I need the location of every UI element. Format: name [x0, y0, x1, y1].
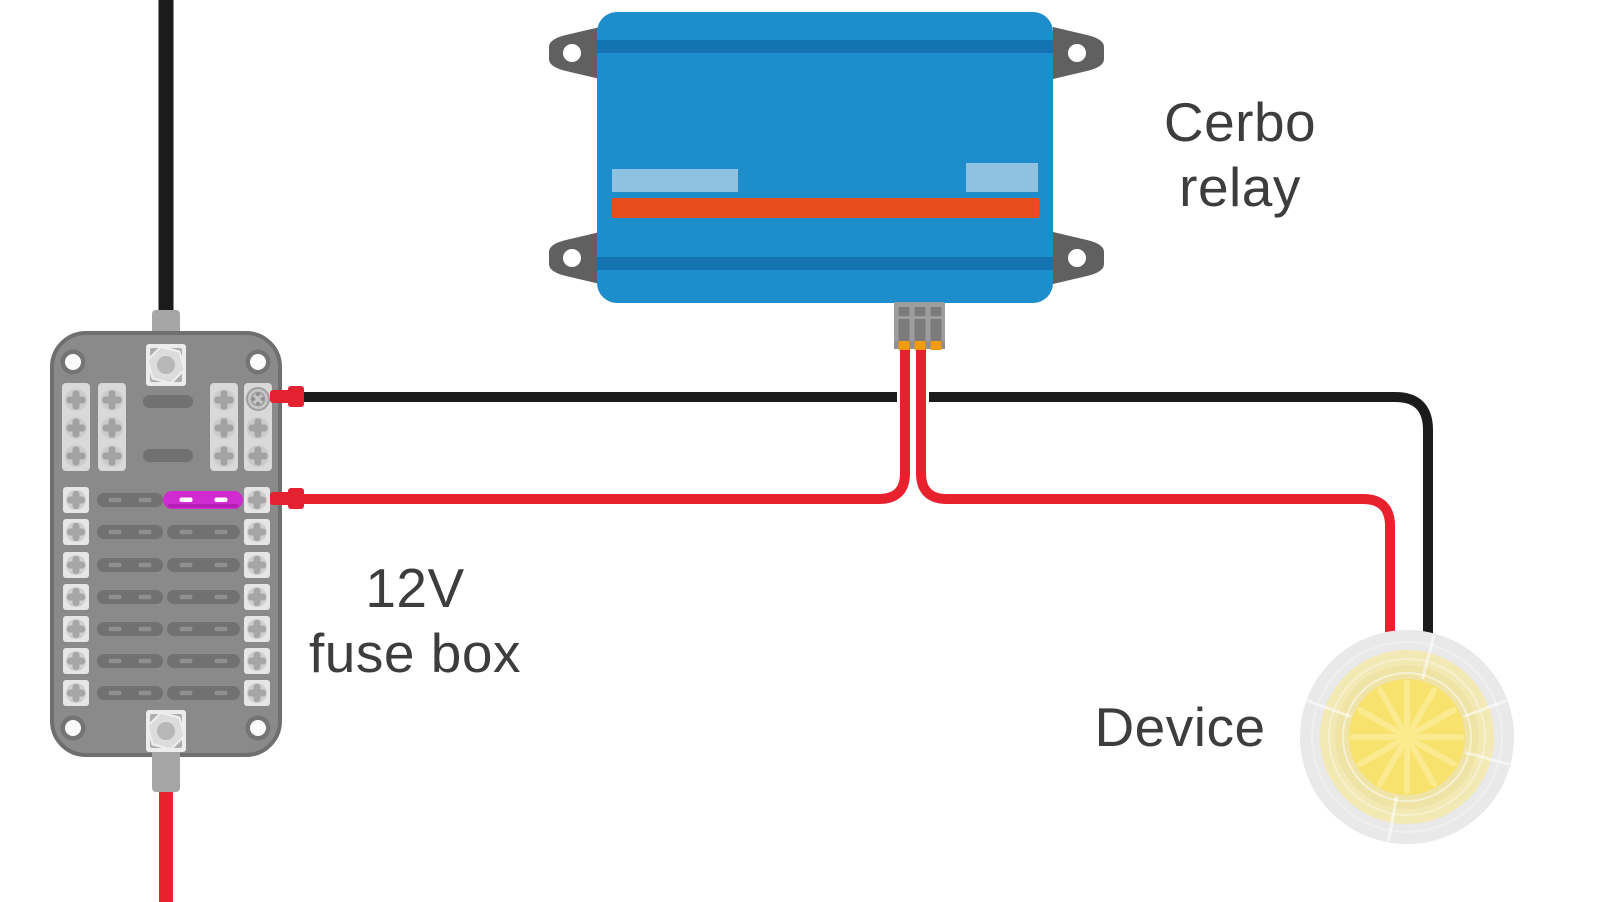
crimp-terminal-red-wire: [270, 488, 304, 509]
lamp-rays: [1350, 680, 1464, 794]
crimp-terminal-black-wire: [270, 386, 304, 407]
relay-label-chip-right: [966, 163, 1038, 192]
fuse-box-label: 12V fuse box: [265, 556, 565, 686]
relay-label-line2: relay: [1179, 156, 1301, 218]
relay-top-stripe: [597, 40, 1053, 53]
wire-black-fusebox-to-device: [296, 392, 1433, 655]
fuse-box-label-line2: fuse box: [309, 622, 521, 684]
relay-label: Cerbo relay: [1090, 90, 1390, 220]
fuse-row: [63, 584, 270, 610]
fuse-row: [63, 487, 270, 513]
fuse-row: [63, 616, 270, 642]
lamp-streaks: [1306, 634, 1510, 842]
fuse-box: [50, 310, 282, 792]
fuse-row: [63, 519, 270, 545]
blade-fuse-magenta: [163, 491, 243, 509]
fuse-rows: [63, 487, 270, 706]
wire-red-fusebox-to-relay: [296, 346, 910, 504]
device-label: Device: [1094, 696, 1266, 758]
mounting-tabs: [549, 27, 1104, 284]
relay-label-chip-left: [612, 169, 738, 192]
device-lamp: [1300, 630, 1514, 844]
terminal-strips: [62, 383, 272, 471]
fuse-box-top-stud: [146, 344, 186, 386]
fuse-row: [63, 552, 270, 578]
relay-box: [549, 12, 1104, 303]
relay-body: [597, 12, 1053, 303]
fuse-box-bottom-stud: [146, 710, 186, 792]
fuse-box-label-line1: 12V: [365, 557, 465, 619]
relay-label-line1: Cerbo: [1163, 91, 1317, 153]
relay-connector: [894, 302, 945, 350]
relay-bottom-stripe: [597, 257, 1053, 270]
relay-orange-stripe: [612, 198, 1039, 218]
fuse-row: [63, 648, 270, 674]
corner-holes: [60, 349, 271, 741]
fuse-row: [63, 680, 270, 706]
wire-red-relay-to-device: [916, 346, 1395, 655]
